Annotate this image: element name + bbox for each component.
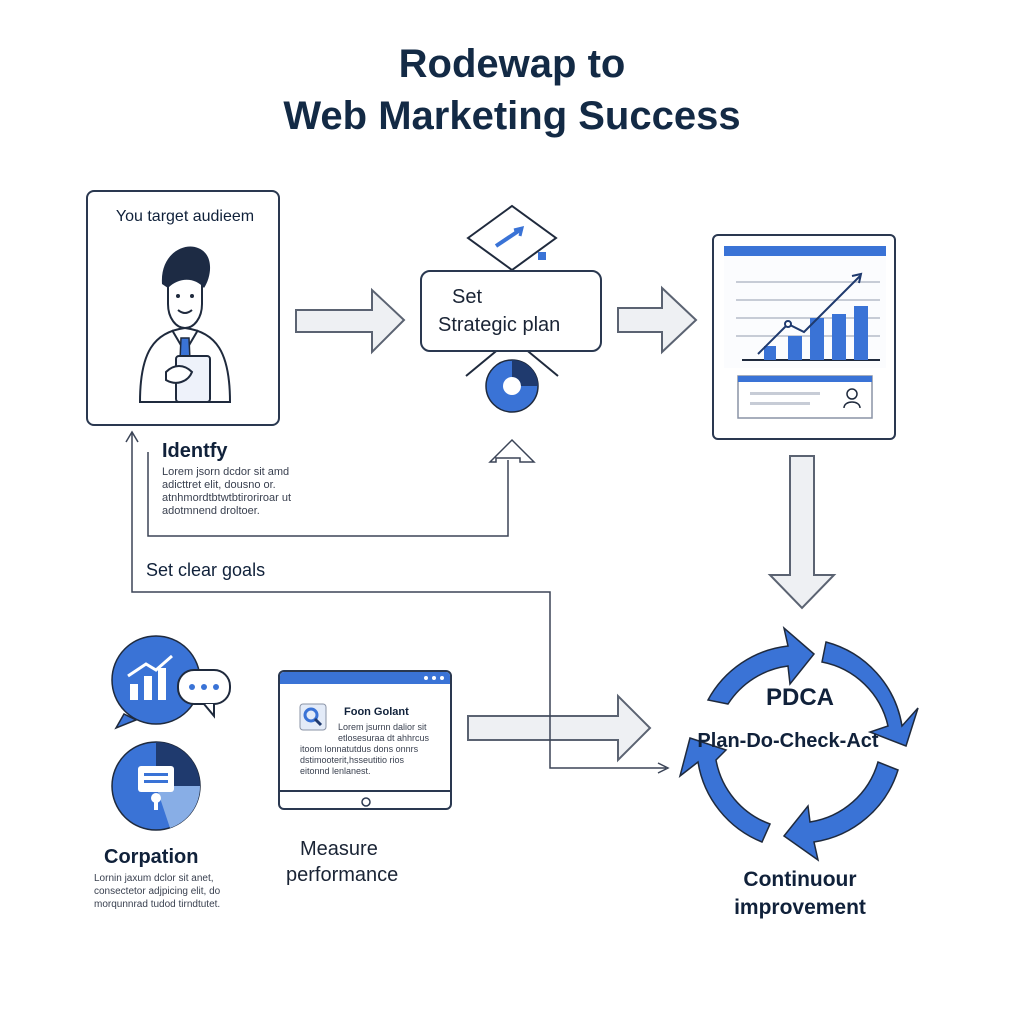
magnifier-icon bbox=[303, 707, 319, 723]
strategy-line-1: Set bbox=[452, 286, 483, 308]
card-line: itoom lonnatutdus dons onnrs bbox=[300, 744, 419, 754]
identify-heading: Identfy bbox=[162, 440, 228, 462]
measure-label-2: performance bbox=[286, 864, 399, 886]
connector-goals-line bbox=[131, 432, 666, 769]
chat-bubble-icon bbox=[177, 669, 231, 719]
dashboard-window bbox=[712, 234, 896, 440]
identify-line: adicttret elit, dousno or. bbox=[162, 479, 276, 491]
identify-text: Lorem jsorn dcdor sit amd adicttret elit… bbox=[162, 466, 302, 518]
home-button-icon bbox=[361, 797, 371, 807]
corporation-line: morqunnrad tudod tirndtutet. bbox=[94, 899, 221, 910]
card-line: eitonnd lenlanest. bbox=[300, 766, 371, 776]
target-icon bbox=[466, 204, 558, 272]
audience-label: You target audieem bbox=[115, 208, 255, 225]
cycle-arrow-bottom bbox=[782, 760, 899, 862]
title-line-2: Web Marketing Success bbox=[283, 94, 741, 138]
strategy-pie-icon bbox=[111, 741, 201, 831]
measure-card: Foon Golant Lorem jsurnn dalior sit etlo… bbox=[278, 670, 452, 810]
cycle-arrow-right bbox=[821, 641, 919, 747]
identify-line: adotmnend droltoer. bbox=[162, 505, 260, 517]
card-text-a: Lorem jsurnn dalior sit etlosesuraa dt a… bbox=[338, 722, 429, 744]
identify-line: Lorem jsorn dcdor sit amd bbox=[162, 466, 290, 478]
identify-line: atnhmordtbtwtbtiroriroar ut bbox=[162, 492, 291, 504]
audience-box: You target audieem bbox=[86, 190, 280, 426]
card-text-b: itoom lonnatutdus dons onnrs dstimooteri… bbox=[300, 744, 418, 777]
pdca-caption-1: Continuour bbox=[743, 868, 857, 891]
measure-label-1: Measure bbox=[300, 838, 378, 860]
person-illustration bbox=[138, 246, 232, 403]
pdca-title: PDCA bbox=[765, 684, 834, 711]
card-line: dstimooterit,hsseutitio rios bbox=[300, 755, 405, 765]
arrow-dashboard-to-pdca bbox=[767, 455, 837, 610]
connector-identify-loop bbox=[147, 452, 509, 537]
cycle-arrow-left bbox=[678, 737, 772, 843]
card-title: Foon Golant bbox=[344, 706, 409, 718]
corporation-heading: Corpation bbox=[104, 846, 199, 868]
dashboard-chart bbox=[724, 246, 886, 419]
cycle-arrow-top bbox=[706, 625, 816, 705]
strategy-box: Set Strategic plan bbox=[420, 270, 602, 352]
page-title: Rodewap to Web Marketing Success bbox=[0, 38, 1024, 142]
arrow-plan-to-dashboard bbox=[617, 285, 698, 355]
corporation-line: Lornin jaxum dclor sit anet, bbox=[94, 873, 214, 884]
pdca-caption-2: improvement bbox=[734, 896, 866, 919]
card-line: Lorem jsurnn dalior sit bbox=[338, 722, 427, 732]
arrow-measure-to-pdca bbox=[467, 693, 652, 763]
title-line-1: Rodewap to bbox=[398, 42, 626, 86]
pdca-subtitle: Plan-Do-Check-Act bbox=[697, 730, 879, 752]
arrow-audience-to-plan bbox=[295, 287, 406, 355]
corporation-line: consectetor adjpicing elit, do bbox=[94, 886, 221, 897]
card-decor bbox=[280, 676, 450, 807]
card-line: etlosesuraa dt ahhrcus bbox=[338, 733, 430, 743]
corporation-text: Lornin jaxum dclor sit anet, consectetor… bbox=[94, 872, 244, 911]
goals-label: Set clear goals bbox=[146, 560, 266, 580]
card-header-bar bbox=[280, 672, 450, 684]
strategy-line-2: Strategic plan bbox=[438, 314, 561, 336]
